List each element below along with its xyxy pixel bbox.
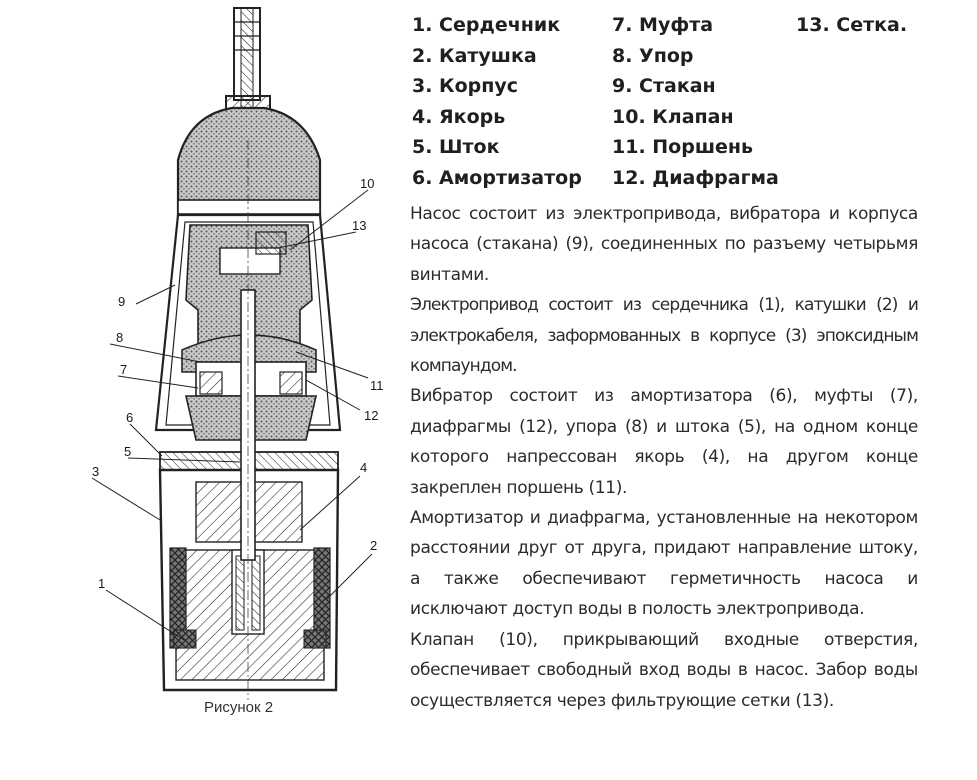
legend-item: 8. Упор (612, 44, 694, 67)
callout-3: 3 (92, 464, 99, 479)
legend-column-2: 7. Муфта 8. Упор 9. Стакан 10. Клапан 11… (612, 10, 779, 194)
legend-item: 9. Стакан (612, 75, 716, 98)
callout-9: 9 (118, 294, 125, 309)
callout-13: 13 (352, 218, 366, 233)
legend-item: 13. Сетка. (796, 14, 908, 36)
callout-11: 11 (370, 378, 384, 393)
callout-6: 6 (126, 410, 133, 425)
callout-8: 8 (116, 330, 123, 345)
figure-caption: Рисунок 2 (204, 699, 273, 716)
legend-item: 6. Амортизатор (412, 166, 582, 189)
callout-7: 7 (120, 362, 127, 377)
legend-item: 5. Шток (412, 136, 500, 159)
legend-item: 4. Якорь (412, 105, 506, 128)
description-paragraph: Амортизатор и диафрагма, установленные н… (410, 508, 918, 620)
callout-12: 12 (364, 408, 378, 423)
description-paragraph: Вибратор состоит из амортизатора (6), му… (410, 386, 918, 498)
callout-4: 4 (360, 460, 367, 475)
description-paragraph: Насос состоит из электропривода, вибрато… (410, 204, 918, 285)
legend-column-3: 13. Сетка. (796, 10, 907, 41)
legend-column-1: 1. Сердечник 2. Катушка 3. Корпус 4. Яко… (412, 10, 582, 194)
legend-item: 12. Диафрагма (612, 166, 779, 189)
callout-10: 10 (360, 176, 374, 191)
legend-item: 7. Муфта (612, 14, 714, 36)
leader-lines (91, 189, 373, 641)
legend-item: 10. Клапан (612, 105, 734, 128)
callout-5: 5 (124, 444, 131, 459)
legend-item: 2. Катушка (412, 44, 537, 67)
callout-2: 2 (370, 538, 377, 553)
parts-legend: 1. Сердечник 2. Катушка 3. Корпус 4. Яко… (412, 10, 972, 190)
description-paragraph: Клапан (10), прикрывающий входные отверс… (410, 629, 918, 711)
electric-drive-body (158, 468, 340, 692)
central-stem (240, 140, 256, 700)
pump-cross-section-diagram: 1 2 3 4 5 6 7 8 9 10 11 12 13 Рисунок 2 (91, 7, 384, 716)
legend-item: 3. Корпус (412, 75, 519, 98)
legend-item: 1. Сердечник (412, 14, 561, 36)
pump-description: Насос состоит из электропривода, вибрато… (410, 199, 919, 716)
description-paragraph: Электропривод состоит из сердечника (1),… (410, 295, 919, 377)
legend-item: 11. Поршень (612, 136, 754, 159)
callout-1: 1 (98, 576, 105, 591)
